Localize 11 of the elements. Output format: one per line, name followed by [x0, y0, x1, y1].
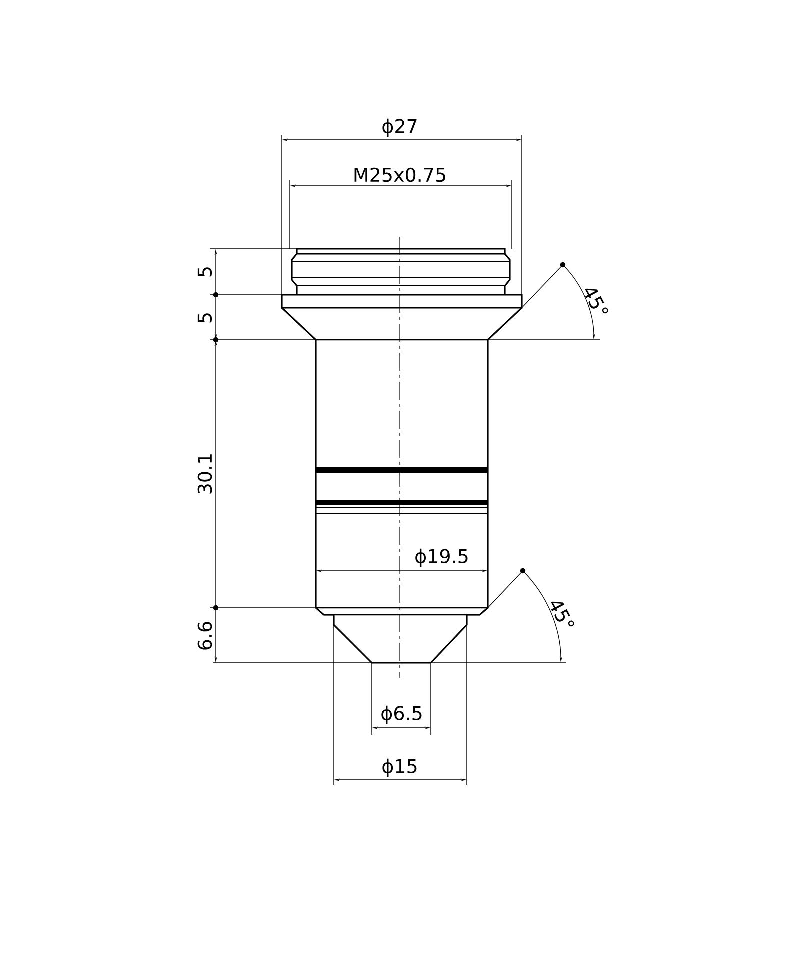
dimension-label: 5: [198, 314, 212, 323]
dimension-label: 5: [198, 268, 212, 277]
dimension-label: 45°: [585, 288, 608, 314]
dimension-label: 30.1: [198, 454, 212, 494]
dimension-label: ϕ27: [382, 118, 417, 138]
dimension-label: ϕ19.5: [416, 548, 468, 568]
dimension-label: ϕ15: [382, 758, 417, 778]
dimension-label: 45°: [551, 602, 574, 627]
dimension-label: 6.6: [198, 622, 212, 650]
dimension-label: ϕ6.5: [382, 706, 422, 724]
dimension-label: M25x0.75: [354, 168, 446, 182]
